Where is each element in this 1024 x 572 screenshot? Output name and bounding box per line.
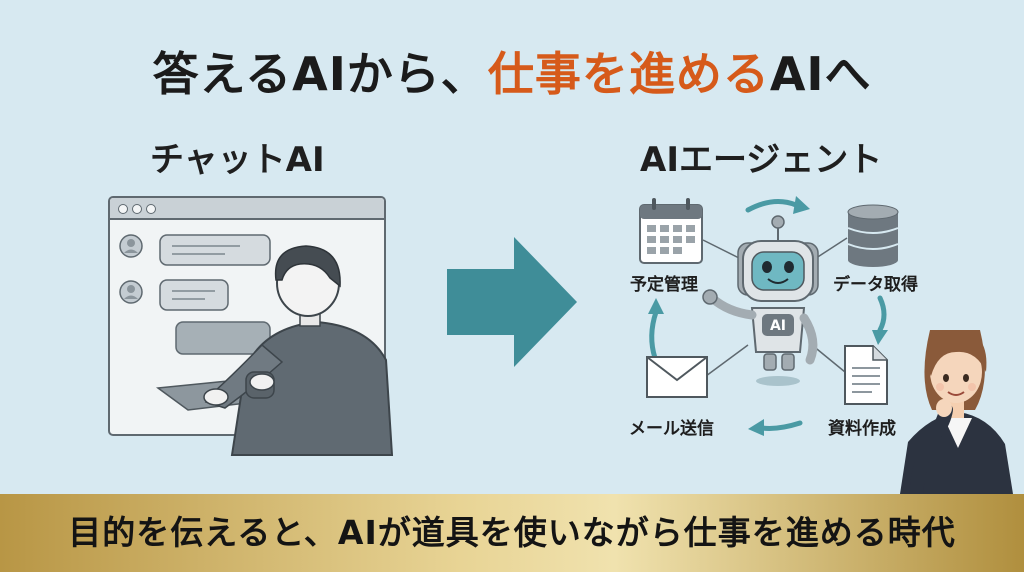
node-label-data: データ取得 xyxy=(833,275,918,295)
database-icon xyxy=(847,204,899,267)
chat-bubble-outgoing xyxy=(175,321,271,355)
document-icon xyxy=(844,345,888,405)
cycle-arrowheads xyxy=(648,196,888,436)
node-label-schedule: 予定管理 xyxy=(630,275,698,295)
chat-bubble-incoming xyxy=(159,279,229,311)
node-label-mail: メール送信 xyxy=(629,419,714,439)
ai-agent-heading: AIエージェント xyxy=(640,140,883,180)
chat-bubble-incoming xyxy=(159,234,271,266)
cycle-arrows xyxy=(649,198,887,431)
woman-thinking-illustration xyxy=(900,330,1013,501)
bottom-banner-text: 目的を伝えると、AIが道具を使いながら仕事を進める時代 xyxy=(68,513,956,552)
window-dot-icon xyxy=(132,204,142,214)
chat-avatar-icon xyxy=(119,280,143,304)
person-typing-illustration xyxy=(203,245,394,456)
transition-arrow-icon xyxy=(447,237,577,367)
window-titlebar xyxy=(110,198,384,220)
robot-badge xyxy=(762,314,794,336)
calendar-icon xyxy=(639,198,703,264)
title-highlight: 仕事を進める xyxy=(487,47,770,101)
title-suffix: AIへ xyxy=(769,47,872,101)
node-label-document: 資料作成 xyxy=(828,419,896,439)
window-dot-icon xyxy=(118,204,128,214)
page-title: 答えるAIから、仕事を進めるAIへ xyxy=(0,38,1024,104)
robot-badge-label: AI xyxy=(770,318,786,334)
chat-avatar-icon xyxy=(119,234,143,258)
chat-ai-heading: チャットAI xyxy=(150,140,325,180)
window-dot-icon xyxy=(146,204,156,214)
envelope-icon xyxy=(646,356,708,398)
robot-icon xyxy=(702,215,819,386)
title-prefix: 答えるAIから、 xyxy=(152,47,488,101)
bottom-banner: 目的を伝えると、AIが道具を使いながら仕事を進める時代 xyxy=(0,494,1024,572)
